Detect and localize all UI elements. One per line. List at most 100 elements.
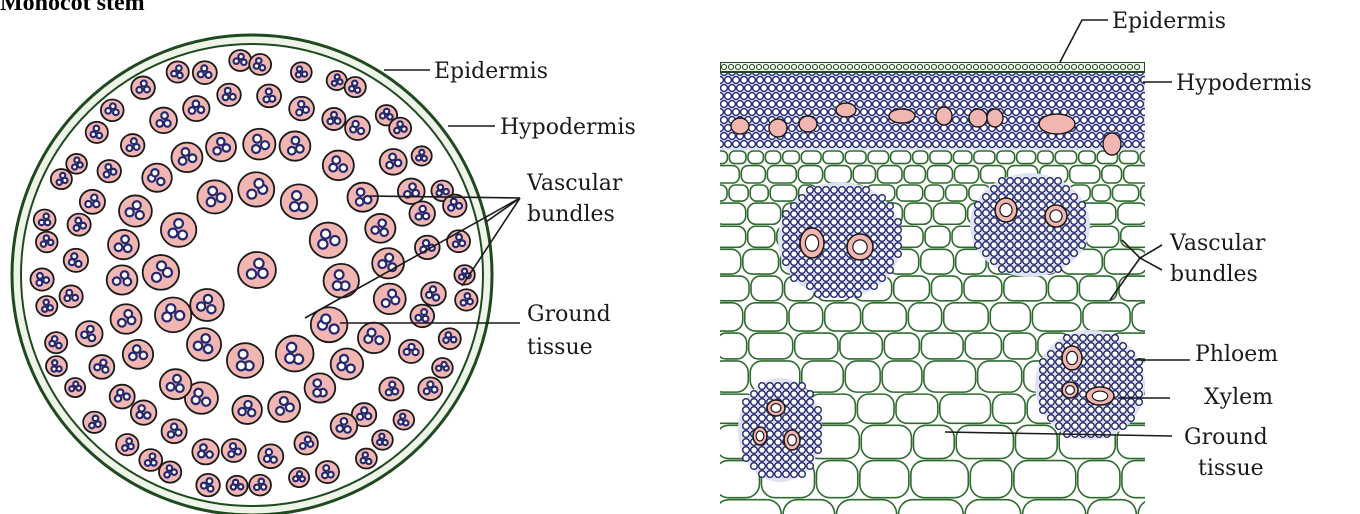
epidermis-cell xyxy=(764,65,769,70)
parenchyma-cell xyxy=(765,151,780,164)
hypodermis-cell xyxy=(1097,117,1104,124)
hypodermis-cell xyxy=(1049,101,1056,108)
parenchyma-cell xyxy=(944,303,989,331)
hypodermis-cell xyxy=(1129,101,1136,108)
epidermis-cell xyxy=(834,65,839,70)
hypodermis-cell xyxy=(1093,77,1100,84)
hypodermis-cell xyxy=(1137,117,1144,124)
parenchyma-cell xyxy=(1070,166,1100,183)
vascular-bundle xyxy=(108,230,139,259)
hypodermis-cell xyxy=(997,77,1004,84)
hypodermis-cell xyxy=(877,109,884,116)
hypodermis-cell xyxy=(909,141,916,148)
parenchyma-cell xyxy=(770,185,796,201)
hypodermis-cell xyxy=(1061,141,1068,148)
parenchyma-cell xyxy=(894,276,930,301)
parenchyma-cell xyxy=(913,425,954,458)
epidermis-cell xyxy=(827,65,832,70)
hypodermis-cell xyxy=(1081,117,1088,124)
hypodermis-cell xyxy=(1137,85,1144,92)
vascular-bundle xyxy=(238,172,274,206)
hypodermis-cell xyxy=(1093,125,1100,132)
hypodermis-cell xyxy=(1133,93,1140,100)
hypodermis-cell xyxy=(909,77,916,84)
hypodermis-cell xyxy=(741,141,748,148)
hypodermis-cell xyxy=(857,133,864,140)
hypodermis-cell xyxy=(1069,141,1076,148)
hypodermis-cell xyxy=(741,109,748,116)
hypodermis-cell xyxy=(1009,85,1016,92)
hypodermis-cell xyxy=(773,77,780,84)
epidermis-cell xyxy=(1086,65,1091,70)
hypodermis-cell xyxy=(765,109,772,116)
parenchyma-cell xyxy=(708,151,727,164)
parenchyma-cell xyxy=(863,303,907,331)
hypodermis-cell xyxy=(1097,85,1104,92)
sclerenchyma-patch xyxy=(799,116,817,132)
hypodermis-cell xyxy=(1125,109,1132,116)
hypodermis-cell xyxy=(1073,101,1080,108)
hypodermis-cell xyxy=(949,125,956,132)
parenchyma-cell xyxy=(713,276,749,301)
hypodermis-cell xyxy=(969,133,976,140)
hypodermis-cell xyxy=(721,133,728,140)
hypodermis-cell xyxy=(725,77,732,84)
parenchyma-cell xyxy=(748,226,775,247)
hypodermis-cell xyxy=(921,117,928,124)
hypodermis-cell xyxy=(893,141,900,148)
hypodermis-cell xyxy=(1037,141,1044,148)
parenchyma-cell xyxy=(801,151,821,164)
label-xylem-right: Xylem xyxy=(1204,385,1273,410)
hypodermis-cell xyxy=(1029,109,1036,116)
hypodermis-cell xyxy=(837,93,844,100)
hypodermis-cell xyxy=(1041,101,1048,108)
hypodermis-cell xyxy=(885,141,892,148)
hypodermis-cell xyxy=(1009,117,1016,124)
epidermis-cell xyxy=(911,65,916,70)
parenchyma-cell xyxy=(954,166,978,183)
hypodermis-cell xyxy=(993,101,1000,108)
hypodermis-cell xyxy=(1021,77,1028,84)
label-ground-left-2: tissue xyxy=(527,335,593,360)
hypodermis-cell xyxy=(933,93,940,100)
hypodermis-cell xyxy=(717,93,724,100)
hypodermis-cell xyxy=(1109,77,1116,84)
epidermis-cell xyxy=(869,65,874,70)
hypodermis-cell xyxy=(801,133,808,140)
hypodermis-cell xyxy=(973,93,980,100)
hypodermis-cell xyxy=(833,85,840,92)
hypodermis-cell xyxy=(1077,141,1084,148)
hypodermis-cell xyxy=(773,109,780,116)
hypodermis-cell xyxy=(873,101,880,108)
vascular-bundle xyxy=(258,444,283,468)
hypodermis-cell xyxy=(797,141,804,148)
vascular-bundle xyxy=(291,62,312,82)
parenchyma-cell xyxy=(860,461,909,498)
label-phloem-right: Phloem xyxy=(1195,342,1278,367)
epidermis-cell xyxy=(1079,65,1084,70)
parenchyma-cell xyxy=(861,425,911,458)
parenchyma-cell xyxy=(748,203,781,224)
hypodermis-cell xyxy=(761,133,768,140)
hypodermis-cell xyxy=(981,93,988,100)
epidermis-cell xyxy=(1023,65,1028,70)
hypodermis-cell xyxy=(977,85,984,92)
hypodermis-cell xyxy=(1133,109,1140,116)
vascular-bundle xyxy=(227,476,248,496)
hypodermis-cell xyxy=(1093,109,1100,116)
vascular-bundle xyxy=(257,84,281,107)
vascular-bundle xyxy=(98,160,121,182)
vascular-bundle xyxy=(331,413,358,438)
hypodermis-cell xyxy=(961,101,968,108)
hypodermis-cell xyxy=(861,93,868,100)
parenchyma-cell xyxy=(1119,151,1138,164)
hypodermis-cell xyxy=(1061,93,1068,100)
hypodermis-cell xyxy=(941,93,948,100)
hypodermis-cell xyxy=(849,117,856,124)
hypodermis-cell xyxy=(721,85,728,92)
hypodermis-cell xyxy=(1121,117,1128,124)
parenchyma-cell xyxy=(708,249,741,274)
hypodermis-cell xyxy=(765,77,772,84)
vascular-bundle xyxy=(238,252,276,288)
